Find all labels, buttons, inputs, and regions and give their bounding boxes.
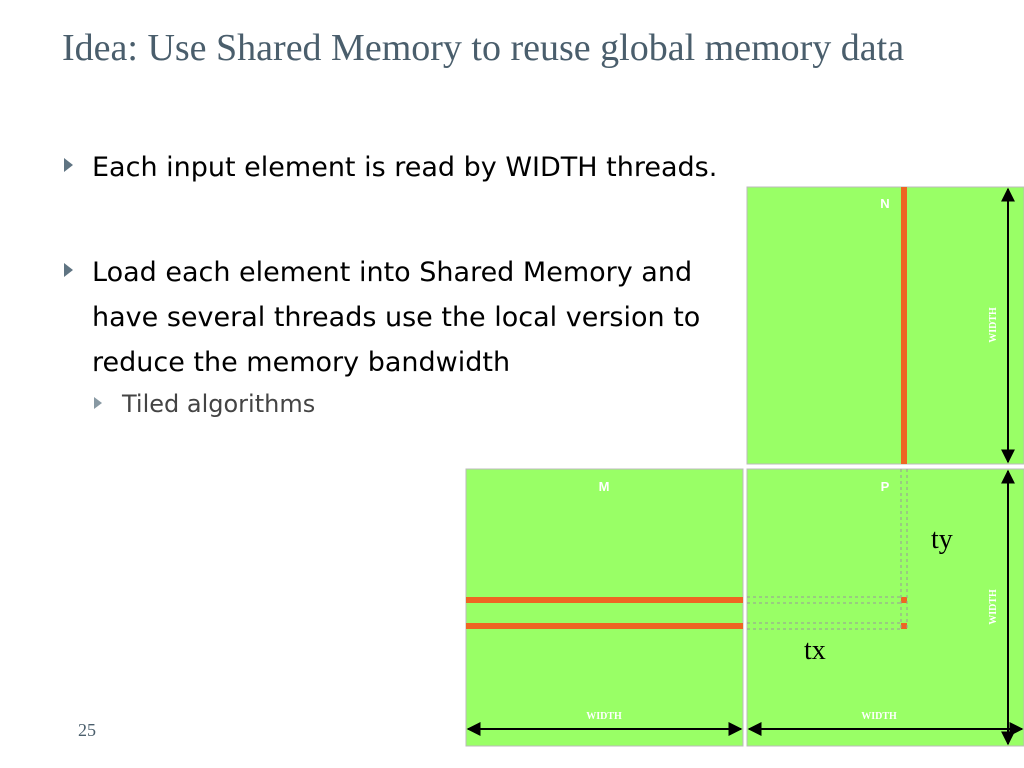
dashed-guide-lines: [747, 469, 908, 630]
sub-bullet-text: Tiled algorithms: [122, 390, 316, 418]
triangle-bullet-icon: [64, 158, 73, 172]
matrix-m-highlight-row: [466, 597, 743, 603]
matrix-p-highlight-element: [901, 597, 907, 603]
matrix-m-label: M: [599, 479, 610, 494]
page-number: 25: [78, 720, 96, 740]
n-width-label: WIDTH: [988, 307, 999, 343]
matrix-p-highlight-element: [901, 623, 907, 629]
matrix-p: [746, 468, 1024, 747]
bullet-text: Load each element into Shared Memory and…: [92, 257, 701, 378]
sub-bullet-item: Tiled algorithms: [92, 385, 742, 423]
triangle-bullet-icon: [94, 397, 102, 409]
slide-title: Idea: Use Shared Memory to reuse global …: [62, 27, 905, 69]
bullet-text: Each input element is read by WIDTH thre…: [92, 152, 718, 183]
bullet-item: Each input element is read by WIDTH thre…: [62, 145, 742, 190]
m-bottom-width-label: WIDTH: [586, 711, 622, 722]
triangle-bullet-icon: [64, 263, 73, 277]
matrix-n-highlight-column: [901, 187, 907, 464]
matrix-m-highlight-row: [466, 623, 743, 629]
matrix-p-label: P: [881, 479, 890, 494]
p-width-label: WIDTH: [988, 589, 999, 625]
ty-label: ty: [931, 524, 953, 555]
tx-label: tx: [804, 635, 826, 666]
bullet-item: Load each element into Shared Memory and…: [62, 250, 742, 385]
matrix-n-label: N: [880, 196, 889, 211]
matrix-m: [465, 468, 744, 747]
bullet-list: Each input element is read by WIDTH thre…: [62, 145, 742, 423]
matrix-n: [746, 186, 1024, 465]
p-bottom-width-label: WIDTH: [861, 711, 897, 722]
